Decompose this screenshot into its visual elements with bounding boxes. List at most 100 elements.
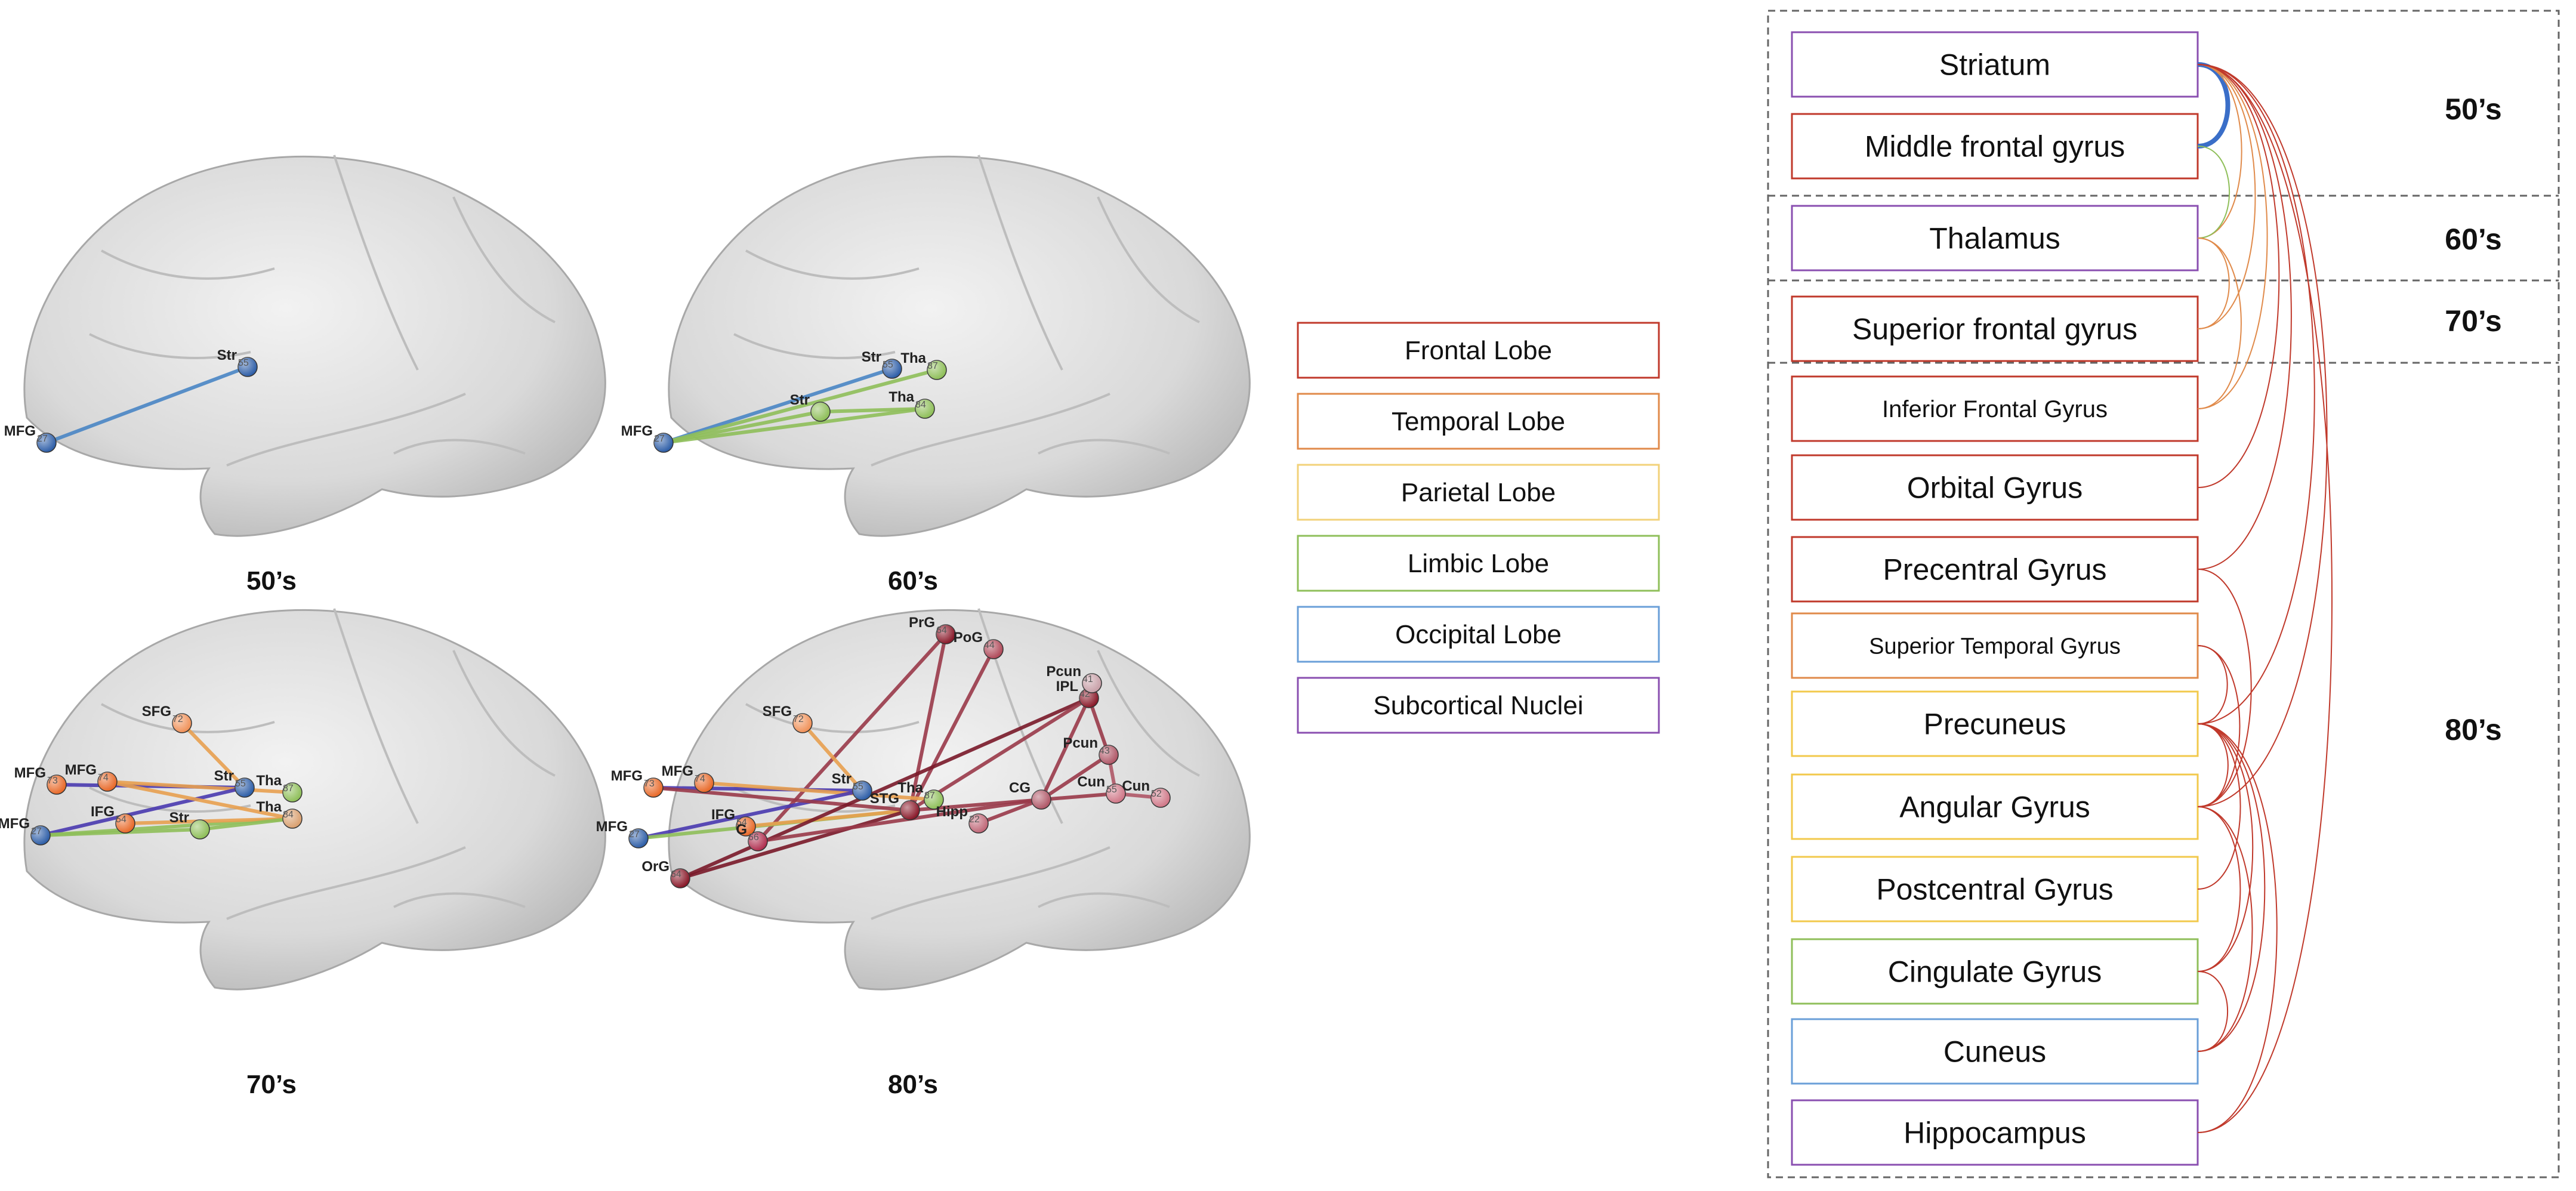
node-label: MFG — [14, 765, 46, 781]
region-label: Cingulate Gyrus — [1888, 955, 2102, 989]
region-box — [1791, 938, 2199, 1005]
node-label: Tha — [900, 350, 926, 366]
region-box — [1791, 31, 2199, 98]
node-index: 72 — [172, 714, 183, 724]
brain-edge — [756, 798, 1043, 843]
legend-item: Subcortical Nuclei — [1297, 677, 1660, 734]
brain-edge — [39, 786, 246, 837]
node-highlight — [811, 402, 830, 421]
node-label: MFG — [662, 763, 693, 779]
brain-sulcus — [393, 439, 526, 455]
node-label: Tha — [256, 799, 282, 815]
node-index: 41 — [1082, 674, 1093, 684]
brain-edge — [45, 365, 249, 445]
node-label: Str — [217, 347, 237, 363]
connection-arc — [2197, 237, 2242, 409]
node-label: MFG — [621, 423, 653, 439]
node-highlight — [736, 817, 755, 836]
node-label: G — [736, 822, 747, 838]
node-index: 55 — [238, 358, 249, 368]
region-box — [1791, 454, 2199, 521]
region-node-striatum: Striatum — [1791, 31, 2199, 98]
brain-edge — [678, 809, 912, 880]
node-highlight — [1099, 745, 1118, 764]
node-label: Tha — [897, 780, 923, 796]
brain-edge — [819, 407, 927, 414]
region-node-prg: Precentral Gyrus — [1791, 536, 2199, 603]
node-highlight — [793, 714, 812, 733]
region-node-mfg: Middle frontal gyrus — [1791, 113, 2199, 180]
brain-sulcus — [101, 249, 275, 280]
brain-sulcus — [1097, 650, 1200, 777]
connection-arc — [2197, 64, 2280, 488]
connection-arc — [2197, 723, 2266, 1052]
brain-edge — [662, 368, 939, 445]
node-label: CG — [1009, 780, 1031, 796]
node-index: 55 — [883, 360, 893, 370]
node-index: 27 — [37, 434, 48, 444]
node-index: 84 — [915, 400, 926, 410]
region-box — [1791, 113, 2199, 180]
node-highlight — [629, 829, 648, 848]
node-highlight — [1106, 784, 1125, 803]
legend-swatch-box — [1297, 535, 1660, 592]
brain-edge — [652, 786, 912, 812]
brain-sulcus — [871, 393, 1110, 467]
region-box — [1791, 1018, 2199, 1085]
node-highlight — [190, 820, 209, 839]
node-highlight — [1079, 689, 1099, 708]
node-label: PoG — [954, 630, 983, 646]
node-label: MFG — [611, 768, 643, 784]
brain-sulcus — [226, 846, 466, 920]
brain-edge — [908, 647, 995, 812]
node-label: Cun — [1077, 774, 1105, 790]
node-highlight — [172, 714, 192, 733]
node-highlight — [927, 360, 946, 379]
node-label: OrG — [641, 859, 670, 875]
brain-edge — [662, 407, 927, 445]
node-highlight — [883, 359, 902, 378]
node-label: SFG — [142, 704, 171, 720]
node-index: 55 — [1106, 785, 1117, 795]
panel-label: 60’s — [888, 566, 938, 596]
brain-edge — [662, 367, 894, 445]
node-index: 52 — [1151, 789, 1162, 799]
brain-edge — [908, 632, 948, 812]
node-label: MFG — [0, 816, 30, 832]
brain-sulcus — [1038, 892, 1170, 908]
node-highlight — [283, 783, 302, 802]
node-highlight — [37, 433, 56, 452]
region-label: Orbital Gyrus — [1907, 471, 2083, 505]
brain-hemisphere — [668, 156, 1251, 537]
region-label: Superior frontal gyrus — [1852, 313, 2137, 346]
node-label: Tha — [256, 773, 282, 789]
region-label: Superior Temporal Gyrus — [1869, 634, 2121, 659]
node-index: 74 — [98, 773, 109, 783]
brain-edge — [180, 721, 246, 789]
node-index: 44 — [984, 640, 995, 650]
region-label: Precentral Gyrus — [1883, 553, 2106, 587]
brain-sulcus — [745, 703, 920, 733]
region-node-org: Orbital Gyrus — [1791, 454, 2199, 521]
node-label: MFG — [596, 819, 628, 835]
region-label: Inferior Frontal Gyrus — [1882, 396, 2108, 422]
node-highlight — [853, 781, 872, 800]
panel-label: 80’s — [888, 1070, 938, 1099]
node-label: Hipp — [936, 804, 968, 820]
region-box — [1791, 1099, 2199, 1166]
group-label: 70’s — [2445, 304, 2501, 338]
region-label: Postcentral Gyrus — [1876, 873, 2113, 906]
connection-arc — [2197, 645, 2241, 807]
